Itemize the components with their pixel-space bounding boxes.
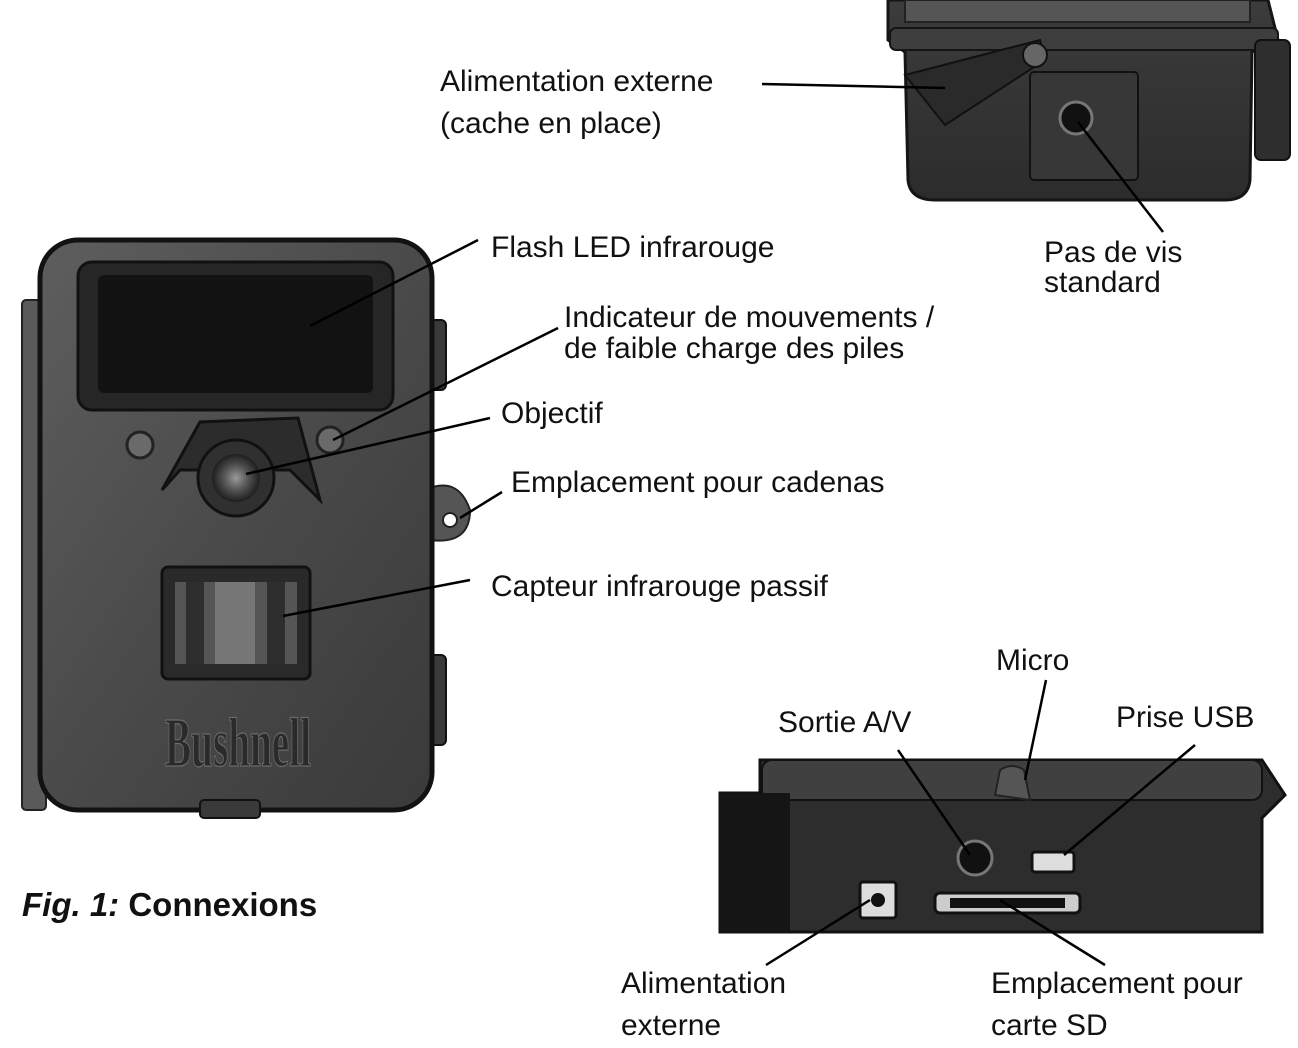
label-padlock-slot: Emplacement pour cadenas <box>511 466 885 499</box>
leader-lines <box>245 82 1196 967</box>
camera-ports-view <box>718 758 1287 934</box>
padlock-hole-icon <box>442 512 458 528</box>
camera-front-view <box>21 237 472 819</box>
label-pir-sensor: Capteur infrarouge passif <box>491 570 828 603</box>
label-microphone: Micro <box>996 644 1070 677</box>
brand-logo: Bushnell <box>165 705 311 783</box>
microphone-icon <box>993 765 1032 802</box>
label-usb-port: Prise USB <box>1116 701 1255 734</box>
caption-title: Connexions <box>128 886 318 923</box>
label-ir-flash: Flash LED infrarouge <box>491 231 775 264</box>
label-sd-slot: Emplacement pour carte SD <box>991 967 1243 1042</box>
label-motion-indicator: Indicateur de mouvements / de faible cha… <box>564 301 935 365</box>
ir-flash-window <box>98 275 373 393</box>
figure-caption: Fig. 1: Connexions <box>22 886 317 924</box>
label-lens: Objectif <box>501 397 603 430</box>
camera-bottom-view <box>886 0 1291 202</box>
label-tripod-socket: Pas de vis standard <box>1044 236 1183 299</box>
label-av-out: Sortie A/V <box>778 706 912 739</box>
usb-port-icon <box>1030 850 1076 874</box>
tripod-socket-icon <box>1058 100 1094 136</box>
label-external-power: Alimentation externe <box>621 967 787 1042</box>
label-external-power-cap: Alimentation externe (cache en place) <box>440 65 714 140</box>
lens-icon <box>212 454 260 502</box>
motion-led-icon <box>315 425 345 455</box>
caption-prefix: Fig. 1: <box>22 886 120 923</box>
